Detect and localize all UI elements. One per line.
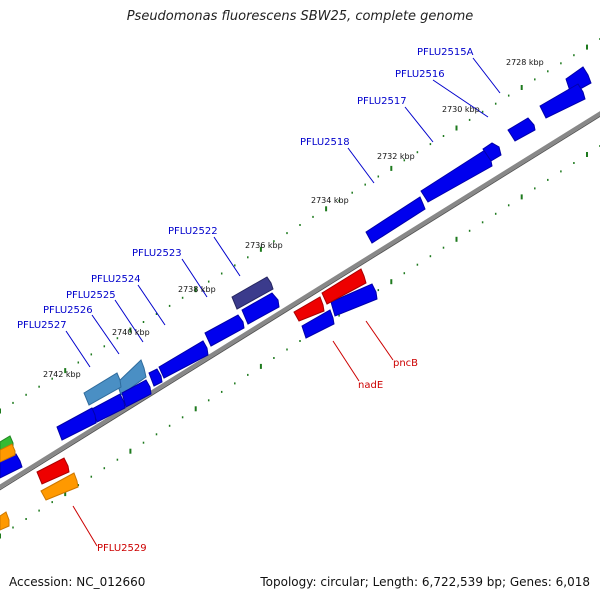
gene-PFLU2525[interactable]: [116, 359, 147, 396]
gene-label-PFLU2526: PFLU2526: [43, 305, 93, 316]
scale-label: 2742 kbp: [43, 370, 81, 379]
reverse-genes: [0, 268, 378, 531]
gene-labels: PFLU2515A PFLU2516 PFLU2517 PFLU2518 PFL…: [17, 47, 474, 554]
gene-PFLU2528b[interactable]: [56, 407, 97, 441]
gene-label-PFLU2529: PFLU2529: [97, 543, 147, 554]
gene-PFLU2517[interactable]: [507, 117, 536, 142]
gene-PFLU2518a[interactable]: [420, 149, 493, 203]
accession-text: Accession: NC_012660: [9, 575, 146, 589]
scale-label: 2734 kbp: [311, 196, 349, 205]
scale-label: 2732 kbp: [377, 152, 415, 161]
gene-label-pncB: pncB: [393, 358, 418, 369]
leader-lines: [65, 57, 501, 547]
gene-PFLU2527[interactable]: [121, 379, 152, 408]
scale-label: 2730 kbp: [442, 105, 480, 114]
gene-label-PFLU2517: PFLU2517: [357, 96, 407, 107]
gene-PFLU2521[interactable]: [241, 292, 280, 325]
gene-red-1[interactable]: [321, 268, 367, 305]
gene-PFLU2524[interactable]: [148, 368, 163, 387]
gene-label-PFLU2527: PFLU2527: [17, 320, 67, 331]
gene-label-PFLU2524: PFLU2524: [91, 274, 141, 285]
page-title: Pseudomonas fluorescens SBW25, complete …: [126, 9, 474, 24]
gene-label-PFLU2522: PFLU2522: [168, 226, 218, 237]
gene-label-PFLU2515A: PFLU2515A: [417, 47, 474, 58]
scale-ticks-lower: [0, 145, 600, 539]
gene-label-PFLU2525: PFLU2525: [66, 290, 116, 301]
gene-label-PFLU2523: PFLU2523: [132, 248, 182, 259]
genome-backbone: [0, 111, 600, 490]
gene-pncB[interactable]: [330, 283, 378, 317]
scale-label: 2738 kbp: [178, 285, 216, 294]
genome-summary-text: Topology: circular; Length: 6,722,539 bp…: [260, 575, 590, 589]
forward-genes: [0, 66, 592, 479]
gene-label-nadE: nadE: [358, 380, 383, 391]
scale-ticks-upper: [0, 38, 600, 414]
gene-PFLU2520[interactable]: [204, 314, 245, 347]
scale-labels: 2728 kbp 2730 kbp 2732 kbp 2734 kbp 2736…: [43, 58, 544, 379]
scale-label: 2728 kbp: [506, 58, 544, 67]
scale-label: 2740 kbp: [112, 328, 150, 337]
gene-edge-orange-lower[interactable]: [0, 511, 10, 531]
gene-PFLU2528[interactable]: [91, 393, 126, 423]
gene-PFLU2523[interactable]: [158, 340, 209, 379]
gene-red-2[interactable]: [293, 296, 325, 322]
gene-PFLU2522[interactable]: [231, 276, 274, 310]
gene-PFLU2526[interactable]: [83, 372, 122, 406]
gene-label-PFLU2516: PFLU2516: [395, 69, 445, 80]
gene-PFLU2516[interactable]: [539, 83, 586, 119]
scale-label: 2736 kbp: [245, 241, 283, 250]
genome-backbone-shadow: [0, 115, 600, 491]
gene-PFLU2519[interactable]: [365, 196, 426, 244]
gene-PFLU2518b[interactable]: [482, 142, 502, 162]
gene-label-PFLU2518: PFLU2518: [300, 137, 350, 148]
gene-nadE[interactable]: [301, 309, 335, 339]
gene-PFLU2529[interactable]: [40, 472, 79, 501]
gene-PFLU2529-red[interactable]: [36, 457, 70, 485]
gene-edge-orange[interactable]: [0, 443, 16, 463]
